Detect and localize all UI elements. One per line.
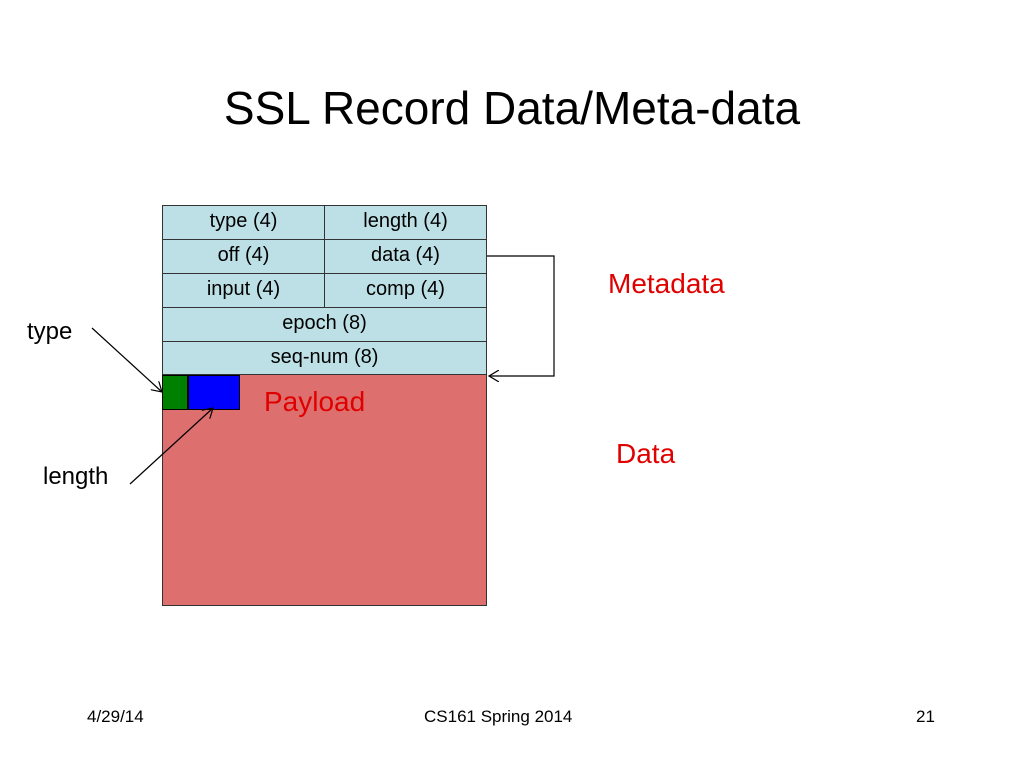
payload-label: Payload: [264, 386, 366, 417]
payload-type-marker: [162, 375, 188, 410]
data-offset-connector: [487, 255, 555, 376]
type-pointer-arrow: [91, 327, 162, 392]
footer-course: CS161 Spring 2014: [424, 707, 573, 726]
field-type: type (4): [162, 205, 325, 240]
field-data: data (4): [324, 239, 487, 274]
metadata-label: Metadata: [608, 268, 725, 299]
slide-title: SSL Record Data/Meta-data: [223, 82, 801, 134]
field-off: off (4): [162, 239, 325, 274]
data-label: Data: [616, 438, 676, 469]
footer-date: 4/29/14: [87, 707, 144, 726]
length-pointer-label: length: [43, 463, 109, 490]
payload-length-marker: [188, 375, 240, 410]
field-comp: comp (4): [324, 273, 487, 308]
field-epoch: epoch (8): [162, 307, 487, 342]
field-input: input (4): [162, 273, 325, 308]
footer-page-number: 21: [916, 707, 935, 726]
payload-block: [162, 374, 487, 606]
field-seq-num: seq-num (8): [162, 341, 487, 375]
type-pointer-label: type: [27, 318, 73, 345]
field-length: length (4): [324, 205, 487, 240]
